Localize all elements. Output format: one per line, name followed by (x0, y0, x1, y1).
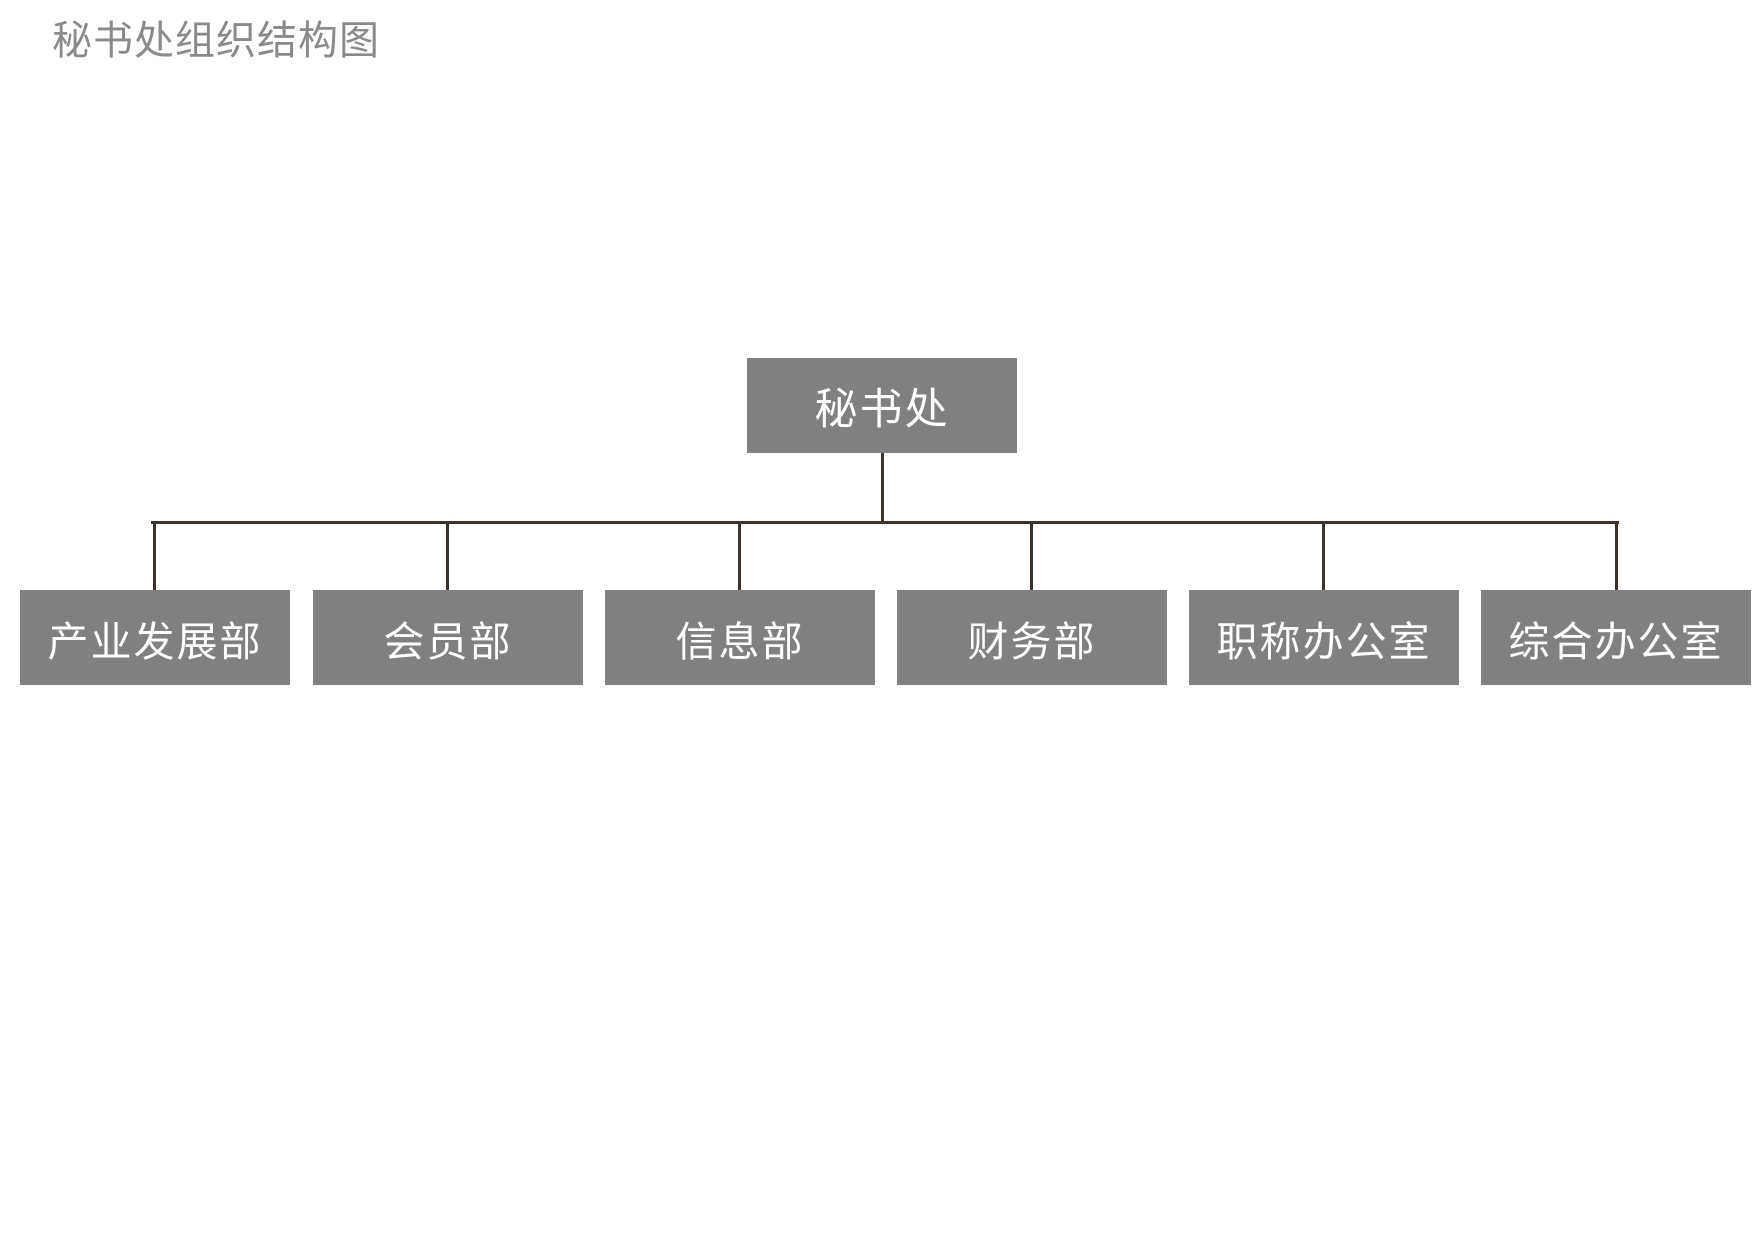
org-node-child-3[interactable]: 信息部 (605, 590, 875, 685)
org-node-root[interactable]: 秘书处 (747, 358, 1017, 453)
connector-drop-5 (1322, 521, 1325, 591)
connector-horizontal-bus (151, 521, 1619, 524)
connector-drop-2 (446, 521, 449, 591)
page-title: 秘书处组织结构图 (52, 19, 380, 63)
connector-drop-4 (1030, 521, 1033, 591)
org-node-child-6[interactable]: 综合办公室 (1481, 590, 1751, 685)
org-node-child-2[interactable]: 会员部 (313, 590, 583, 685)
connector-root-stem (881, 452, 884, 523)
connector-drop-1 (153, 521, 156, 591)
org-node-child-4[interactable]: 财务部 (897, 590, 1167, 685)
org-node-child-5[interactable]: 职称办公室 (1189, 590, 1459, 685)
connector-drop-6 (1615, 521, 1618, 591)
org-node-child-1[interactable]: 产业发展部 (20, 590, 290, 685)
connector-drop-3 (738, 521, 741, 591)
